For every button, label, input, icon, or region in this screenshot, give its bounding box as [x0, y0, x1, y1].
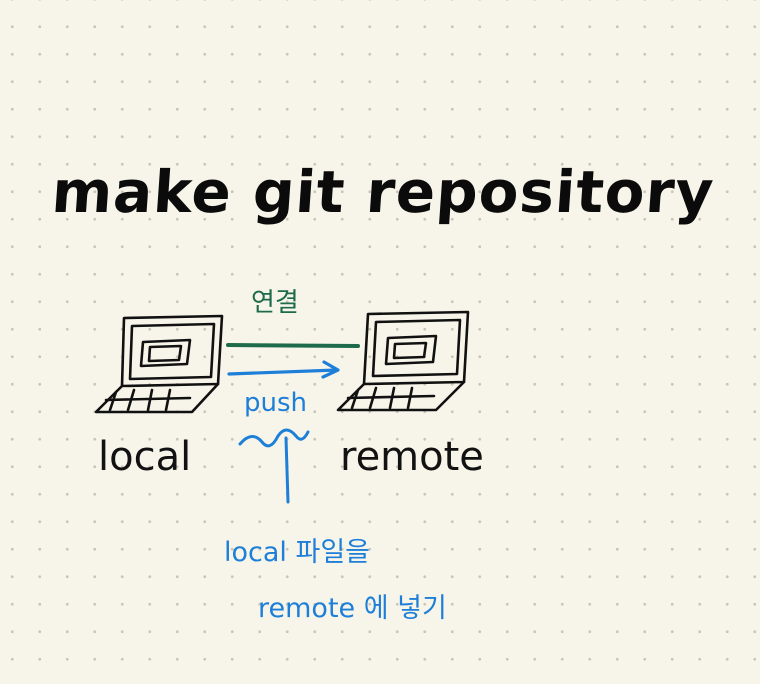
- push-label: push: [244, 388, 307, 418]
- note-line-1: local 파일을: [224, 530, 370, 569]
- connection-line: [228, 345, 358, 346]
- note-line-2: remote 에 넣기: [258, 586, 447, 625]
- connection-label: 연결: [251, 282, 299, 319]
- local-label: local: [98, 434, 191, 480]
- bracket-arrow-icon: [240, 430, 308, 502]
- page-title: make git repository: [50, 158, 717, 226]
- remote-laptop-icon: [338, 312, 468, 410]
- remote-label: remote: [340, 434, 484, 480]
- local-laptop-icon: [96, 316, 222, 412]
- push-arrow-icon: [229, 362, 338, 377]
